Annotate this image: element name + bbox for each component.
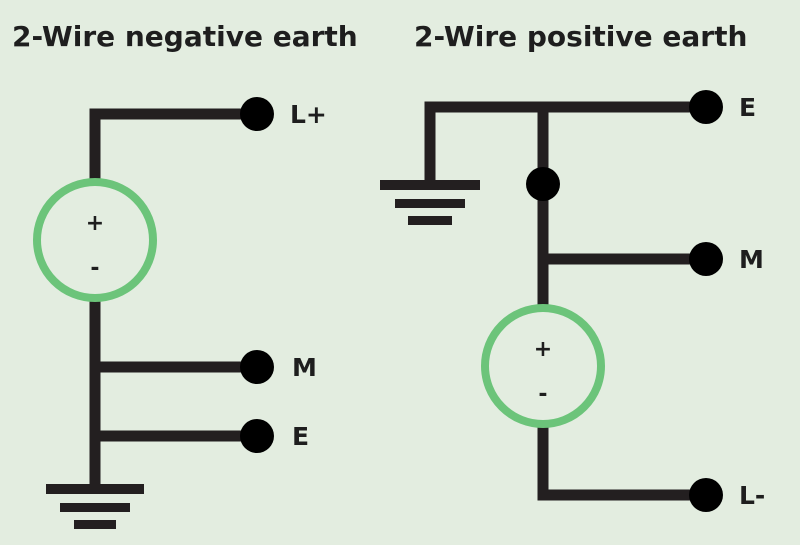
terminal-label-m: M [739, 245, 764, 274]
terminal-dot-icon [240, 350, 274, 384]
voltage-source-icon: + - [481, 304, 605, 428]
wire-e-top [424, 101, 705, 185]
negative-earth-diagram: + - L+ M E [33, 97, 327, 529]
terminal-dot-icon [240, 419, 274, 453]
ground-icon [380, 180, 480, 225]
terminal-label-e: E [739, 93, 756, 122]
terminal-dot-icon [689, 478, 723, 512]
title-positive-earth: 2-Wire positive earth [414, 20, 748, 53]
source-plus-sign: + [534, 337, 552, 362]
source-plus-sign: + [86, 211, 104, 236]
terminal-label-e: E [292, 422, 309, 451]
title-negative-earth: 2-Wire negative earth [12, 20, 358, 53]
ground-icon [46, 484, 144, 529]
voltage-source-icon: + - [33, 178, 157, 302]
terminal-label-m: M [292, 353, 317, 382]
positive-earth-diagram: + - E M L- [380, 90, 765, 512]
terminal-dot-icon [240, 97, 274, 131]
junction-dot-icon [526, 167, 560, 201]
terminal-dot-icon [689, 242, 723, 276]
terminal-label-l-plus: L+ [290, 100, 327, 129]
wire-l-minus [537, 426, 705, 501]
source-minus-sign: - [90, 256, 99, 281]
terminal-label-l-minus: L- [739, 481, 765, 510]
terminal-dot-icon [689, 90, 723, 124]
source-minus-sign: - [538, 382, 547, 407]
wire-l-plus [89, 108, 255, 180]
